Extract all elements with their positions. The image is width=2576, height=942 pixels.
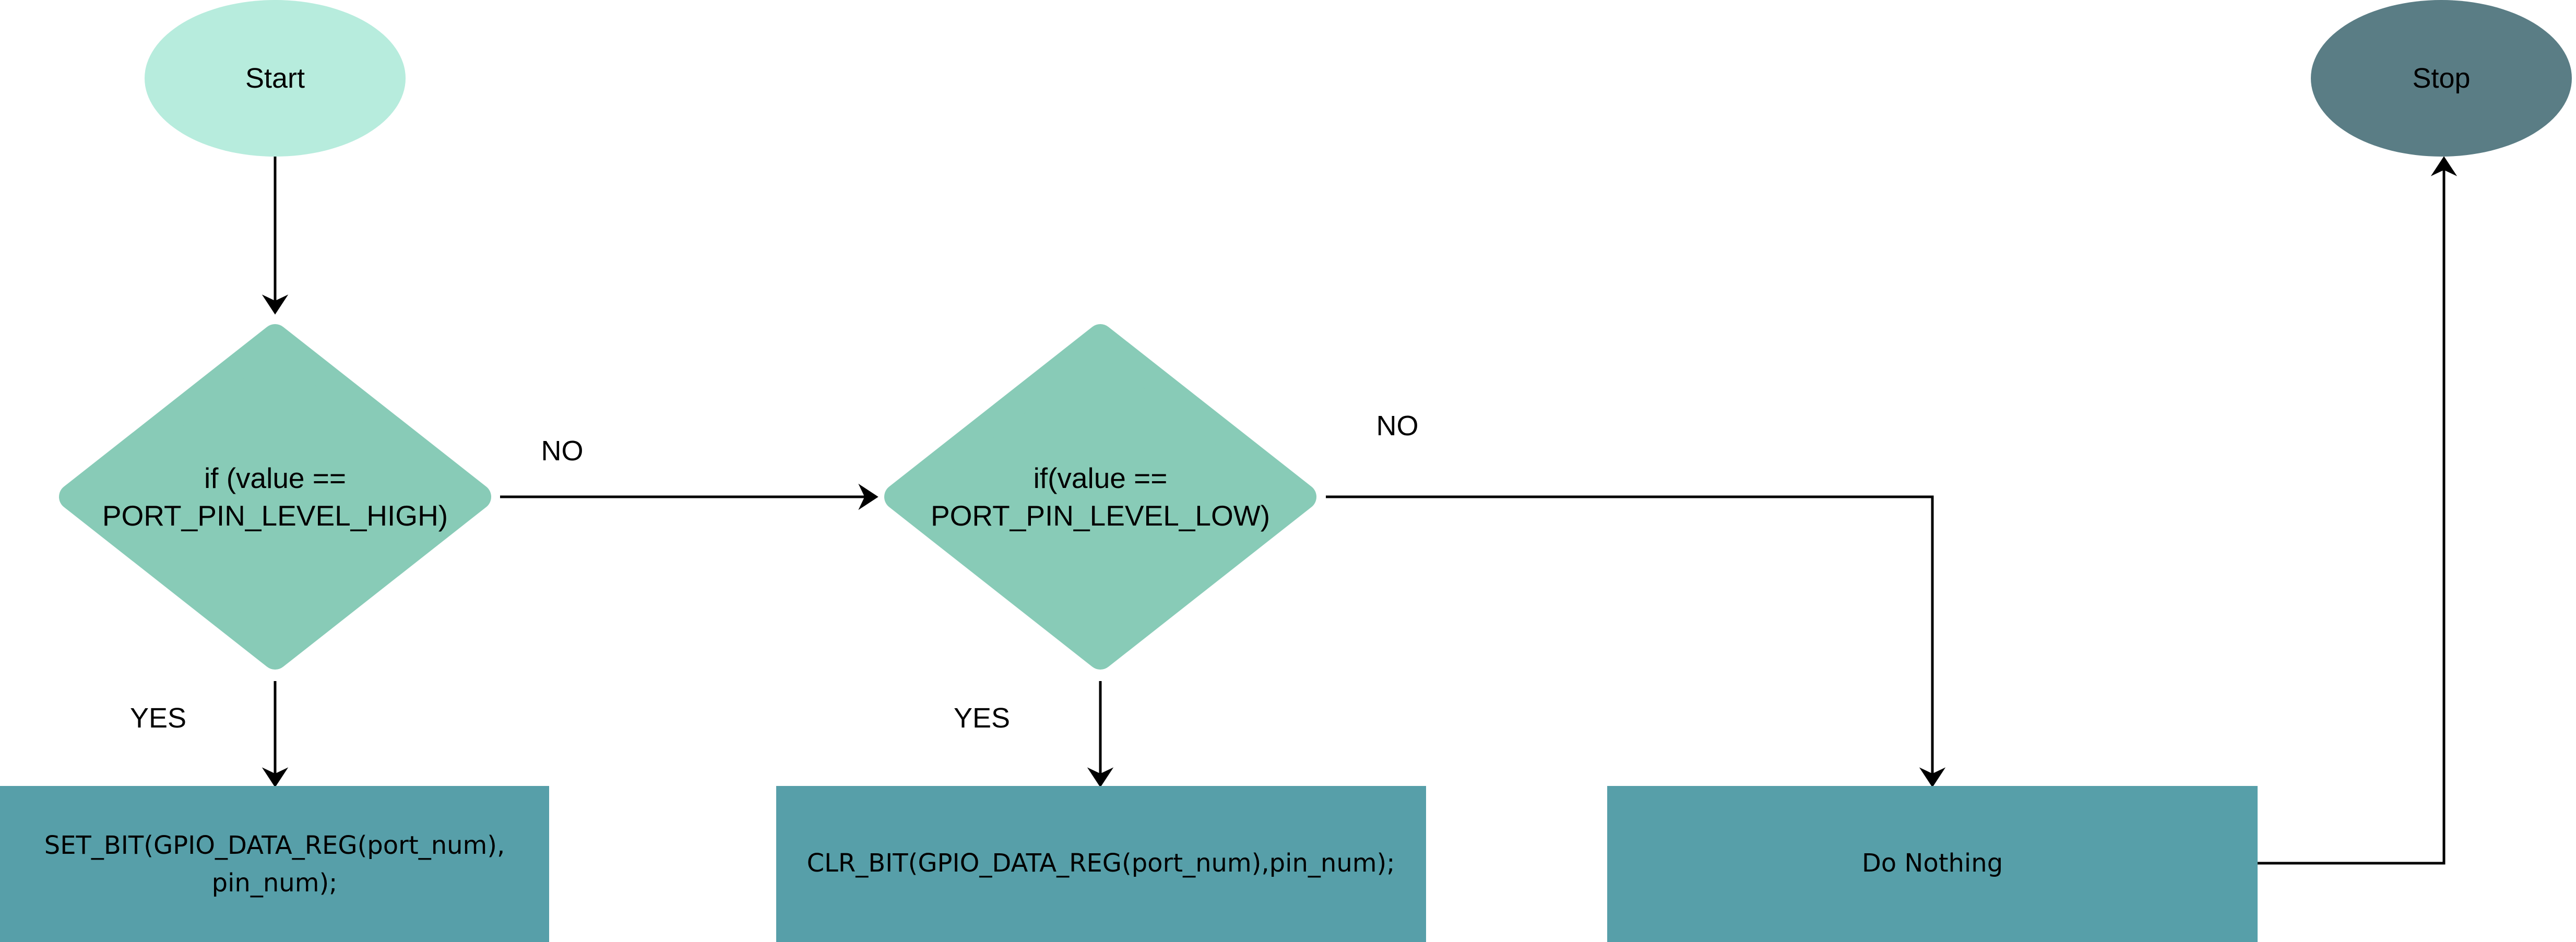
do-nothing-node: Do Nothing [1607, 786, 2258, 942]
start-node: Start [145, 0, 406, 157]
edge-label-low-yes: YES [954, 702, 1010, 734]
stop-ellipse [2311, 0, 2572, 157]
edge-decision-low-no [1326, 495, 1934, 777]
start-ellipse [145, 0, 406, 157]
set-bit-node: SET_BIT(GPIO_DATA_REG(port_num), pin_num… [0, 786, 549, 942]
edge-do-nothing-to-stop [2258, 167, 2446, 865]
clr-bit-node: CLR_BIT(GPIO_DATA_REG(port_num),pin_num)… [776, 786, 1426, 942]
decision-low-label-line1: if(value == [1034, 462, 1168, 494]
set-bit-label-line2: pin_num); [212, 868, 338, 898]
set-bit-box [0, 786, 549, 942]
decision-low-label-line2: PORT_PIN_LEVEL_LOW) [931, 499, 1270, 532]
edge-labels: NO NO YES YES [130, 410, 1419, 734]
arrowhead-decision-high [262, 294, 289, 315]
decision-high-label-line1: if (value == [204, 462, 346, 494]
edge-label-high-yes: YES [130, 702, 186, 734]
stop-node: Stop [2311, 0, 2572, 157]
decision-high-diamond [59, 324, 491, 670]
stop-label: Stop [2412, 63, 2470, 94]
start-label: Start [245, 63, 305, 94]
set-bit-label-line1: SET_BIT(GPIO_DATA_REG(port_num), [44, 831, 505, 860]
decision-low-diamond [884, 324, 1316, 670]
arrowhead-stop [2430, 156, 2458, 176]
decision-high-node: if (value == PORT_PIN_LEVEL_HIGH) [59, 324, 491, 670]
decision-low-node: if(value == PORT_PIN_LEVEL_LOW) [884, 324, 1316, 670]
arrowhead-do-nothing [1919, 767, 1946, 788]
decision-high-label-line2: PORT_PIN_LEVEL_HIGH) [102, 499, 448, 532]
edge-label-high-no: NO [541, 435, 584, 467]
clr-bit-box [776, 786, 1426, 942]
edge-label-low-no: NO [1376, 410, 1419, 442]
clr-bit-label: CLR_BIT(GPIO_DATA_REG(port_num),pin_num)… [807, 849, 1395, 878]
connectors [262, 156, 2458, 865]
do-nothing-box [1607, 786, 2258, 942]
do-nothing-label: Do Nothing [1862, 849, 2003, 878]
arrowhead-decision-low [858, 483, 879, 510]
arrowhead-clr-bit [1087, 767, 1114, 788]
arrowhead-set-bit [262, 767, 289, 788]
